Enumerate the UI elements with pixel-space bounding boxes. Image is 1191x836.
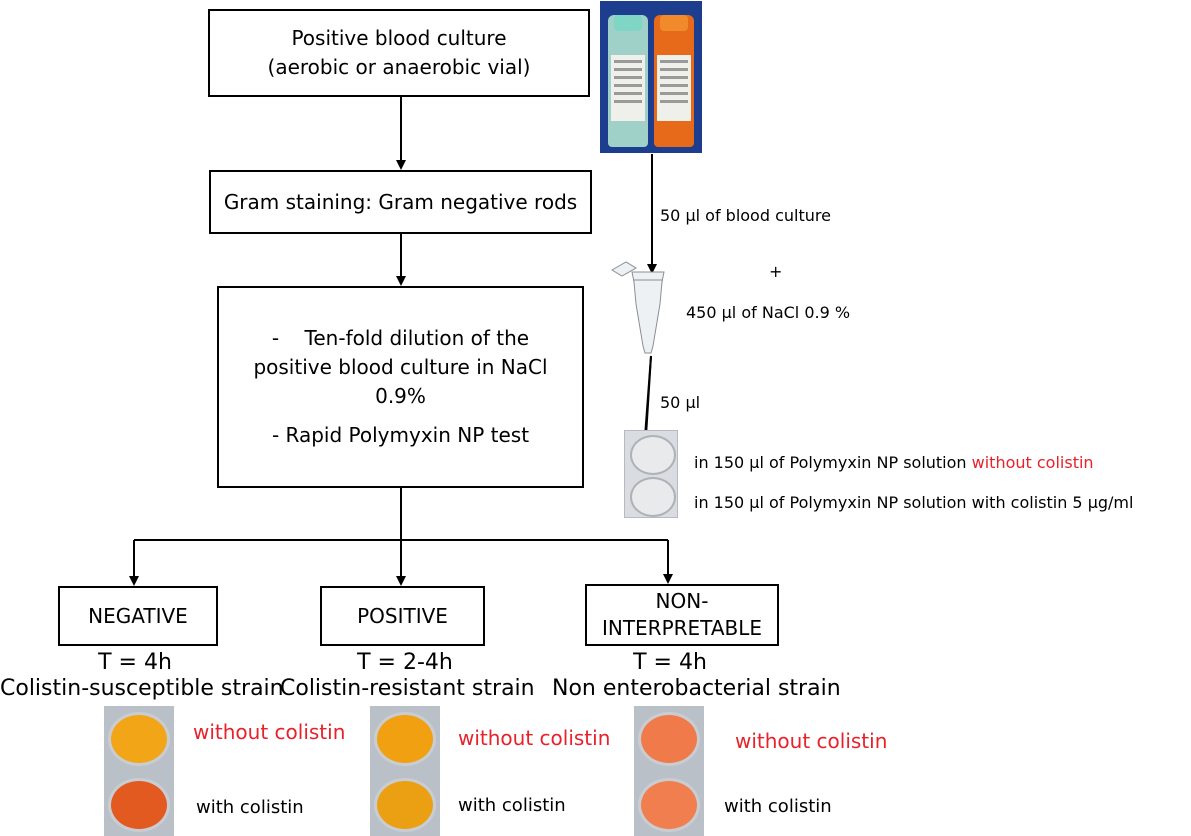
step-blood-culture: 50 µl of blood culture xyxy=(660,206,831,225)
non-interpretable-wells-image xyxy=(634,706,704,836)
non-interpretable-desc: Non enterobacterial strain xyxy=(552,676,841,701)
blood-culture-line1: Positive blood culture xyxy=(291,26,507,50)
gram-staining-box: Gram staining: Gram negative rods xyxy=(209,170,592,234)
non-interpretable-well-with xyxy=(638,778,700,832)
non-interpretable-label-without: without colistin xyxy=(735,729,888,753)
non-interpretable-well-without xyxy=(638,712,700,766)
negative-wells-image xyxy=(104,706,174,836)
negative-desc: Colistin-susceptible strain xyxy=(0,676,284,701)
positive-well-without xyxy=(374,712,436,766)
dilution-line1: - Ten-fold dilution of the xyxy=(271,326,530,350)
well1-red: without colistin xyxy=(971,453,1094,472)
negative-well-with xyxy=(108,778,170,832)
blood-culture-vials-image xyxy=(600,1,702,153)
negative-box: NEGATIVE xyxy=(58,586,218,646)
step-nacl: 450 µl of NaCl 0.9 % xyxy=(686,303,851,322)
positive-wells-image xyxy=(370,706,440,836)
negative-label: NEGATIVE xyxy=(88,603,188,628)
well1-description: in 150 µl of Polymyxin NP solution witho… xyxy=(694,453,1094,473)
non-interpretable-time: T = 4h xyxy=(633,650,707,675)
non-interpretable-line2: INTERPRETABLE xyxy=(601,616,763,640)
polymyxin-plate-image xyxy=(624,430,678,518)
positive-label: POSITIVE xyxy=(357,603,448,628)
negative-well-without xyxy=(108,712,170,766)
negative-time: T = 4h xyxy=(98,650,172,675)
non-interpretable-label-with: with colistin xyxy=(724,796,832,817)
positive-well-with xyxy=(374,778,436,832)
gram-staining-text: Gram staining: Gram negative rods xyxy=(223,189,578,214)
negative-label-with: with colistin xyxy=(196,797,304,818)
positive-time: T = 2-4h xyxy=(357,650,453,675)
dilution-line4: - Rapid Polymyxin NP test xyxy=(271,423,530,447)
positive-label-with: with colistin xyxy=(458,795,566,816)
non-interpretable-box: NON- INTERPRETABLE xyxy=(585,584,779,646)
non-interpretable-line1: NON- xyxy=(655,589,709,613)
blood-culture-line2: (aerobic or anaerobic vial) xyxy=(267,55,531,79)
dilution-line2: positive blood culture in NaCl xyxy=(253,355,548,379)
plus-sign: + xyxy=(769,262,783,281)
dilution-line3: 0.9% xyxy=(375,384,426,408)
aerobic-vial xyxy=(608,15,648,147)
well2-description: in 150 µl of Polymyxin NP solution with … xyxy=(694,493,1134,512)
negative-label-without: without colistin xyxy=(193,720,346,744)
anaerobic-vial xyxy=(654,15,694,147)
positive-box: POSITIVE xyxy=(320,586,485,646)
step-50ul: 50 µl xyxy=(660,393,701,412)
positive-desc: Colistin-resistant strain xyxy=(280,676,535,701)
well1-prefix: in 150 µl of Polymyxin NP solution xyxy=(694,453,972,472)
eppendorf-tube-icon xyxy=(611,261,665,354)
dilution-box: - Ten-fold dilution of the positive bloo… xyxy=(217,286,584,488)
blood-culture-box: Positive blood culture (aerobic or anaer… xyxy=(208,9,590,97)
positive-label-without: without colistin xyxy=(458,726,611,750)
